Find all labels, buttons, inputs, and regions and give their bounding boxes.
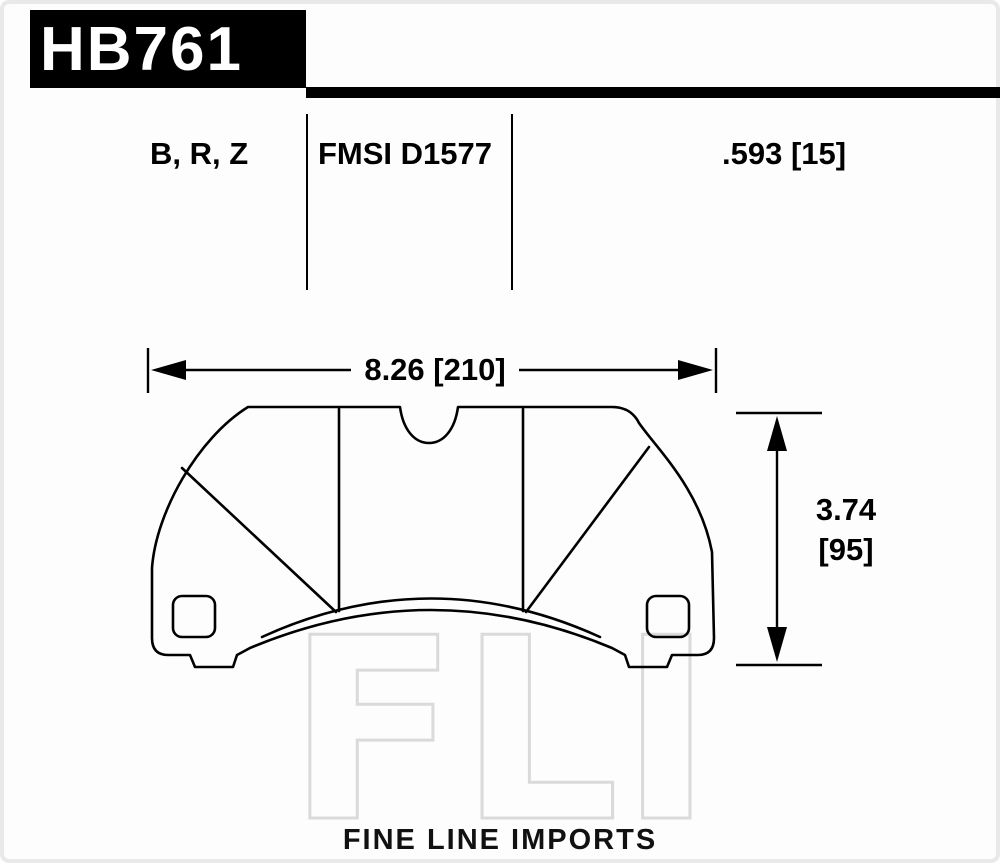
spec-pad-thickness: .593 [15] bbox=[722, 136, 847, 171]
pad-backing-plate-outline bbox=[150, 405, 716, 669]
spec-compounds: B, R, Z bbox=[150, 136, 249, 171]
dimension-lines bbox=[146, 348, 822, 667]
spec-divider-1 bbox=[306, 114, 308, 290]
spec-fmsi-number: FMSI D1577 bbox=[318, 136, 493, 171]
dimension-arrowheads bbox=[151, 360, 787, 662]
pad-chamfer-line-left bbox=[180, 466, 338, 614]
part-number-box: HB761 bbox=[30, 10, 306, 88]
footer-brand: FINE LINE IMPORTS bbox=[342, 824, 658, 856]
width-dimension-label: 8.26 [210] bbox=[364, 352, 506, 387]
part-number: HB761 bbox=[40, 14, 243, 84]
height-dimension-label: 3.74 [95] bbox=[798, 490, 894, 570]
watermark-logo: FLI bbox=[287, 585, 713, 863]
arrowhead-right-icon bbox=[678, 360, 713, 380]
pad-friction-bottom-arc bbox=[260, 597, 602, 639]
spec-divider-2 bbox=[511, 114, 513, 290]
header-rule-bar bbox=[306, 87, 1000, 98]
arrowhead-down-icon bbox=[767, 627, 787, 662]
height-dimension-inches: 3.74 bbox=[815, 492, 877, 527]
pad-outline-group bbox=[150, 405, 716, 669]
pad-lug-hole-left bbox=[171, 594, 217, 639]
height-dimension-mm: [95] bbox=[818, 532, 874, 567]
arrowhead-up-icon bbox=[767, 416, 787, 451]
pad-lug-hole-right bbox=[645, 594, 691, 639]
arrowhead-left-icon bbox=[151, 360, 186, 380]
pad-chamfer-line-right bbox=[524, 445, 651, 614]
